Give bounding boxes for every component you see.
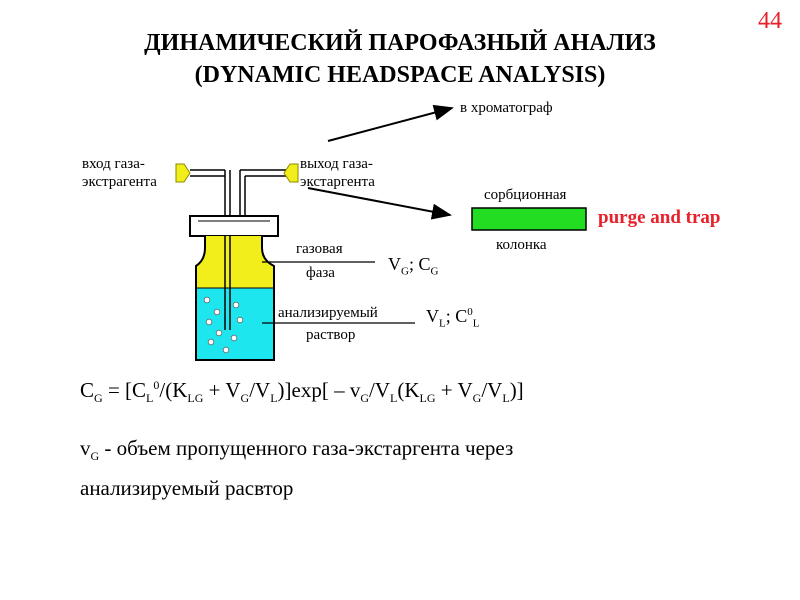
label-gas-inlet-1: вход газа- xyxy=(82,156,145,172)
label-gas-phase-1: газовая xyxy=(296,241,343,257)
label-gas-inlet-2: экстрагента xyxy=(82,174,157,190)
title-russian: ДИНАМИЧЕСКИЙ ПАРОФАЗНЫЙ АНАЛИЗ xyxy=(144,30,656,56)
label-to-chromatograph: в хроматограф xyxy=(460,100,553,116)
gas-phase-region xyxy=(196,236,274,288)
arrow-to-column xyxy=(307,187,452,220)
label-gas-phase-2: фаза xyxy=(306,265,335,281)
label-purge-and-trap: purge and trap xyxy=(598,207,721,228)
label-gas-outlet-1: выход газа- xyxy=(300,156,373,172)
inlet-valve-icon xyxy=(175,163,191,183)
label-gas-outlet-2: экстаргента xyxy=(300,174,375,190)
vial-cap xyxy=(189,215,279,237)
vial-outline xyxy=(195,236,275,361)
main-formula: CG = [CL0/(KLG + VG/VL)]exp[ – vG/VL(KLG… xyxy=(80,378,524,406)
outlet-valve-icon xyxy=(283,163,299,183)
title-english: (DYNAMIC HEADSPACE ANALYSIS) xyxy=(194,62,606,88)
label-sorption-2: колонка xyxy=(496,237,547,253)
label-solution-1: анализируемый xyxy=(278,305,378,321)
arrow-to-chromatograph xyxy=(327,104,454,142)
slide-number: 44 xyxy=(758,8,782,34)
vg-symbol: vG xyxy=(80,436,100,464)
label-sorption-1: сорбционная xyxy=(484,187,567,203)
solution-symbols: VL; C0L xyxy=(426,306,480,330)
formula-explanation: vG - объем пропущенного газа-экстаргента… xyxy=(80,436,514,501)
gas-bubbles xyxy=(203,296,244,354)
sorption-column xyxy=(471,207,587,231)
label-solution-2: раствор xyxy=(306,327,356,343)
gas-phase-symbols: VG; CG xyxy=(388,254,439,278)
